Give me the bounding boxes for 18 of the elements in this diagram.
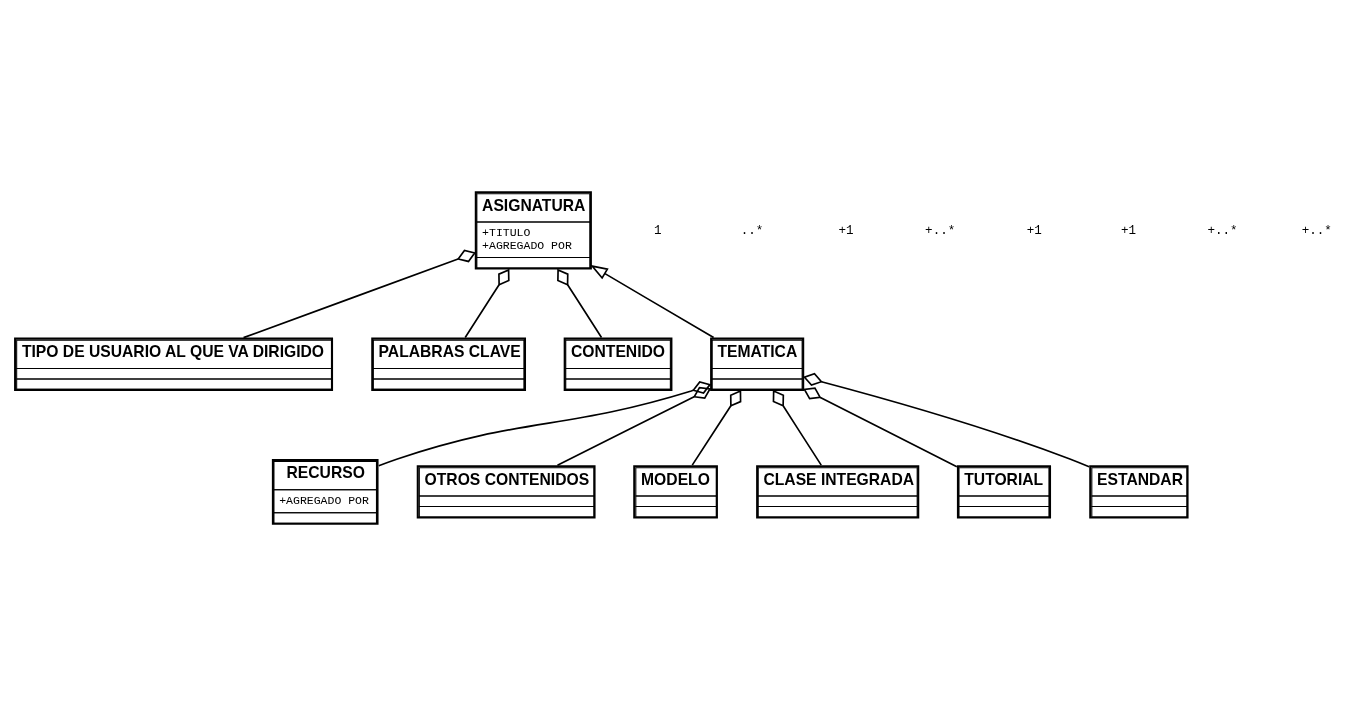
label: +1 bbox=[1120, 223, 1136, 238]
label: +..* bbox=[925, 223, 956, 238]
label: +..* bbox=[1207, 223, 1238, 238]
connector bbox=[772, 389, 823, 466]
connector bbox=[803, 387, 958, 468]
connector bbox=[242, 249, 477, 339]
connector bbox=[377, 380, 712, 467]
arrow bbox=[589, 264, 715, 339]
connector bbox=[556, 386, 712, 466]
label: +..* bbox=[1301, 223, 1332, 238]
connector bbox=[464, 268, 510, 339]
connector bbox=[557, 268, 603, 339]
connector bbox=[691, 389, 742, 466]
connector bbox=[803, 372, 1090, 468]
label: 1 bbox=[654, 223, 662, 238]
label: ..* bbox=[740, 223, 764, 238]
label: +1 bbox=[838, 223, 854, 238]
label: +1 bbox=[1026, 223, 1042, 238]
